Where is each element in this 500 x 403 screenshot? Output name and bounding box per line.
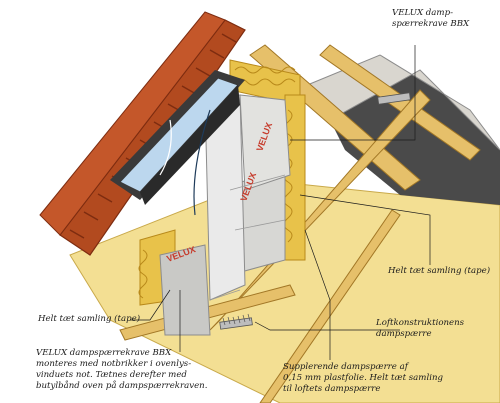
tape-strips	[219, 92, 411, 330]
label-loft-dampsperre: Loftkonstruktionens dampspærre	[376, 318, 465, 339]
label-velux-bbx-bottom: VELUX dampspærrekrave BBX monteres med n…	[36, 348, 208, 391]
label-supplerende: Supplerende dampspærre af 0,15 mm plastf…	[283, 362, 443, 394]
roof-window	[110, 70, 245, 216]
label-velux-bbx-top: VELUX damp- spærrekrave BBX	[392, 8, 470, 29]
label-tight-joint-left: Helt tæt samling (tape)	[38, 314, 141, 324]
label-tight-joint-right: Helt tæt samling (tape)	[388, 266, 491, 276]
insulation	[138, 59, 306, 306]
leader-lines	[130, 45, 431, 360]
